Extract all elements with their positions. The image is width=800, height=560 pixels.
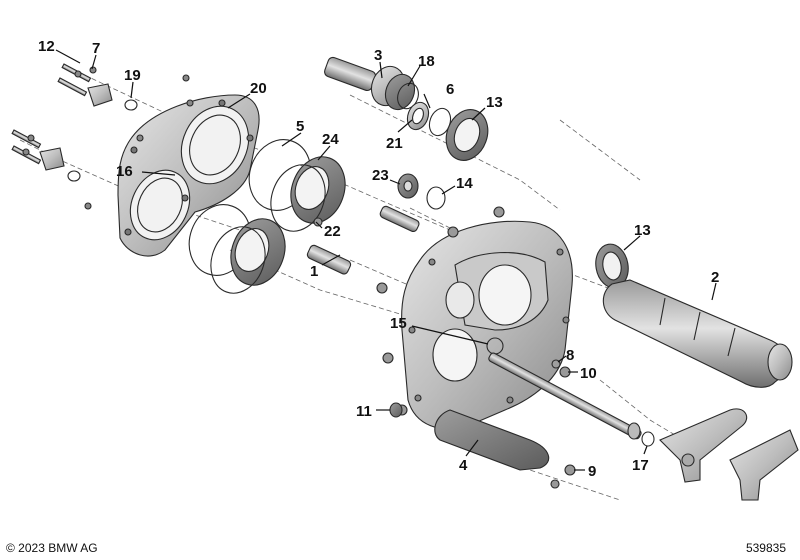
nut-11	[389, 402, 403, 418]
copyright-notice: © 2023 BMW AG	[6, 541, 98, 555]
transmission-housing	[401, 220, 573, 430]
callout-1: 1	[310, 263, 318, 280]
callout-13-upper: 13	[486, 94, 503, 111]
callout-24: 24	[322, 131, 339, 148]
nut-23	[397, 173, 419, 199]
callout-3: 3	[374, 47, 382, 64]
callout-19: 19	[124, 67, 141, 84]
callout-13-right: 13	[634, 222, 651, 239]
callout-11: 11	[356, 403, 372, 420]
callout-5: 5	[296, 118, 304, 135]
washer-8	[551, 359, 561, 369]
o-ring-14	[426, 186, 446, 210]
callout-10: 10	[580, 365, 597, 382]
guide-plate	[434, 409, 550, 471]
callout-2: 2	[711, 269, 719, 286]
callout-15: 15	[390, 315, 407, 332]
seal-ring-21	[406, 101, 430, 131]
bearing-upper	[270, 156, 346, 232]
callout-12: 12	[38, 38, 55, 55]
selector-rod	[488, 352, 642, 440]
drawing-number: 539835	[745, 541, 786, 555]
callout-16: 16	[116, 163, 133, 180]
callout-6: 6	[446, 81, 454, 98]
callout-23: 23	[372, 167, 389, 184]
callout-21: 21	[386, 135, 403, 152]
callout-9: 9	[588, 463, 596, 480]
pin-shaft	[379, 205, 420, 233]
callout-17: 17	[632, 457, 649, 474]
callout-20: 20	[250, 80, 267, 97]
cover-plate	[117, 94, 260, 257]
stub-shaft	[306, 217, 352, 275]
callout-8: 8	[566, 347, 574, 364]
bearing-lower	[210, 218, 286, 294]
o-ring-17	[641, 431, 655, 447]
callout-4: 4	[459, 457, 468, 474]
shaft-seal-13-right	[595, 243, 629, 289]
sensor-bracket-lower	[39, 147, 81, 182]
callout-22: 22	[324, 223, 341, 240]
shift-drum	[602, 279, 793, 388]
shaft-seal-13-upper	[445, 109, 489, 161]
screw-9	[550, 464, 576, 489]
callout-18: 18	[418, 53, 435, 70]
callout-14: 14	[456, 175, 473, 192]
sensor-bracket-upper	[87, 83, 138, 111]
callout-7: 7	[92, 40, 100, 57]
callout-labels: 12 7 19 20 5 24 3 18 6 13 21 16 23 14 22…	[38, 38, 719, 480]
bolt-set-left	[11, 63, 194, 210]
spacer-ring-18	[397, 82, 419, 110]
callout-leaders	[55, 49, 717, 471]
shift-forks	[659, 408, 799, 501]
